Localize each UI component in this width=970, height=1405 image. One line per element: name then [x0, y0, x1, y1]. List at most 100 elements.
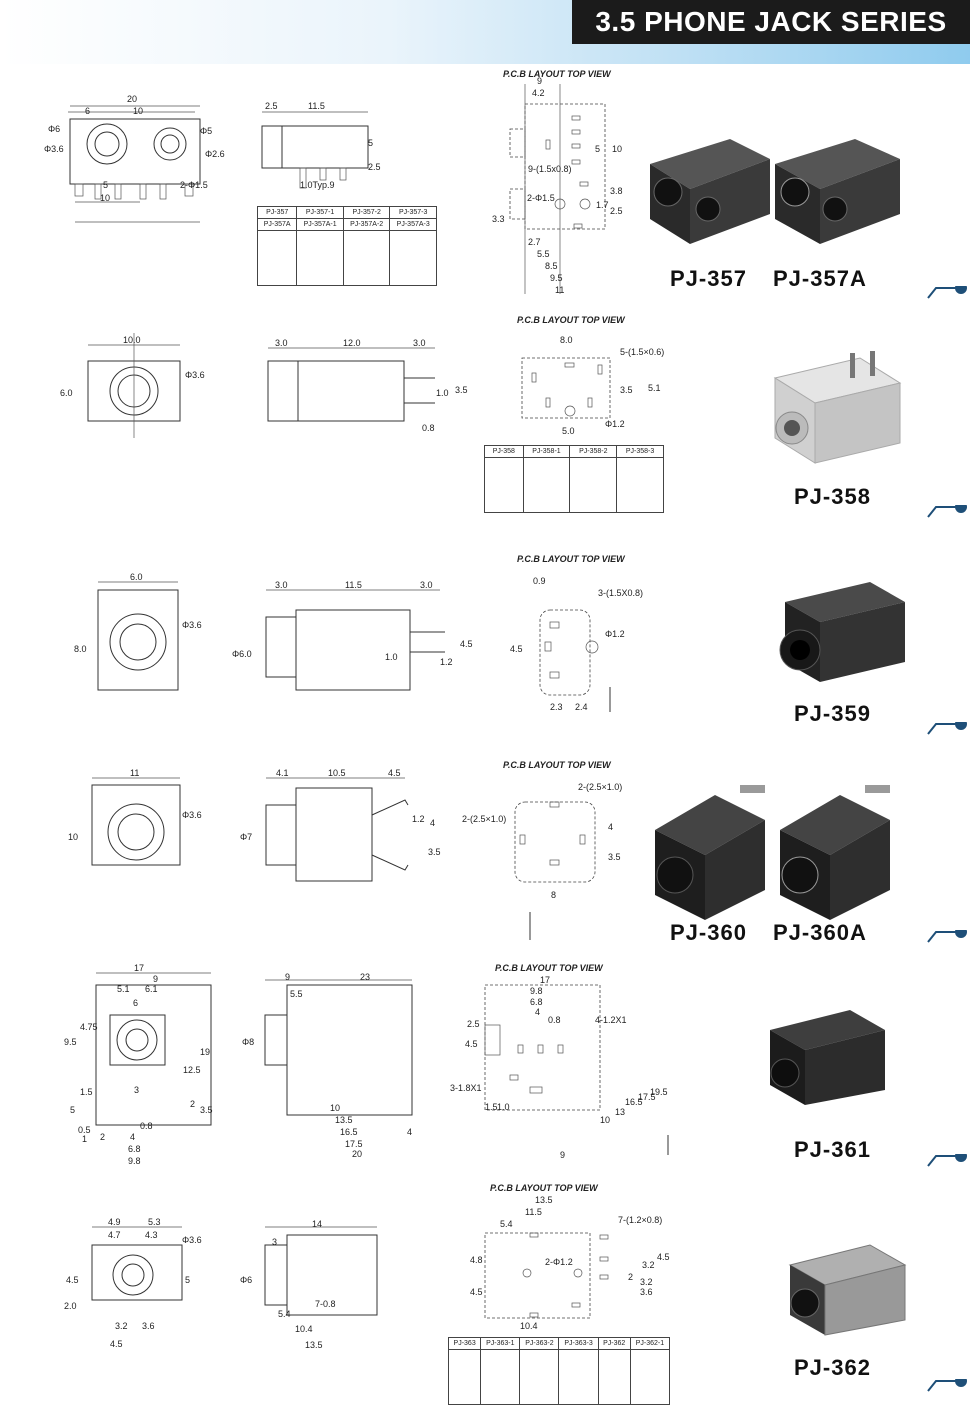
dim-text: 11.5 [525, 1207, 542, 1217]
schematic-cell [629, 1349, 671, 1405]
schematic-cell [447, 1349, 482, 1405]
pj-359-pcb-layout: 0.9 3-(1.5X0.8) 4.5 Φ1.2 2.3 2.4 [510, 576, 643, 712]
schematic-cell [519, 1349, 560, 1405]
pj-360-pcb-layout: 2-(2.5×1.0) 2-(2.5×1.0) 4 3.5 8 [462, 782, 622, 940]
pj-361-front-view: 17 9 5.1 6.1 6 4.75 9.5 19 12.5 1.5 3 5 … [64, 963, 213, 1166]
dim-text: 17 [134, 963, 144, 973]
dim-text: 10 [100, 193, 110, 203]
pj-362-product-photo [788, 1244, 907, 1336]
dim-text: 4.5 [657, 1252, 670, 1262]
pcb-layout-label: P.C.B LAYOUT TOP VIEW [503, 760, 611, 770]
dim-text: 5.4 [500, 1219, 513, 1229]
dim-text: 14 [312, 1219, 322, 1229]
section-pj-361: 17 9 5.1 6.1 6 4.75 9.5 19 12.5 1.5 3 5 … [0, 955, 970, 1173]
dim-text: 0.8 [548, 1015, 561, 1025]
section-separator [0, 1154, 967, 1167]
dim-text: 2 [100, 1132, 105, 1142]
dim-text: 2.7 [528, 237, 541, 247]
dim-text: 13 [615, 1107, 625, 1117]
dim-text: 10 [612, 144, 622, 154]
dim-text: Φ1.2 [605, 419, 625, 429]
dim-text: 4.5 [388, 768, 401, 778]
dim-text: 3.5 [200, 1105, 213, 1115]
dim-text: Φ6 [240, 1275, 252, 1285]
dim-text: 1.2 [440, 657, 453, 667]
dim-text: 5.0 [562, 426, 575, 436]
dim-text: 6.0 [130, 572, 143, 582]
dim-text: 1.0 [436, 388, 449, 398]
dim-text: 5.1 [648, 383, 661, 393]
dim-text: 16.5 [340, 1127, 358, 1137]
schematic-cell [342, 230, 391, 286]
dim-text: 0.8 [140, 1121, 153, 1131]
dim-text: 13.5 [335, 1115, 353, 1125]
dim-text: 3-(1.5X0.8) [598, 588, 643, 598]
schematic-cell [480, 1349, 521, 1405]
dim-text: 3-1.8X1 [450, 1083, 482, 1093]
pj-359-front-view: 6.0 8.0 Φ3.6 [74, 572, 202, 691]
dim-text: 3.0 [413, 338, 426, 348]
dim-text: 5 [185, 1275, 190, 1285]
dim-text: 12.0 [343, 338, 361, 348]
pj-358-pcb-layout: 8.0 5-(1.5×0.6) 3.5 5.1 5.0 Φ1.2 [521, 335, 664, 436]
pj-361-drawings: 17 9 5.1 6.1 6 4.75 9.5 19 12.5 1.5 3 5 … [64, 963, 885, 1166]
model-name: PJ-359 [794, 701, 871, 726]
pj-361-product-photo [770, 1010, 885, 1105]
pcb-layout-label: P.C.B LAYOUT TOP VIEW [517, 554, 625, 564]
pj-362-pcb-layout: 13.5 11.5 5.4 7-(1.2×0.8) 2-Φ1.2 4.8 4.5… [470, 1195, 670, 1331]
dim-text: 9 [560, 1150, 565, 1160]
dim-text: 3.5 [455, 385, 468, 395]
table-cell: PJ-357A-1 [296, 218, 344, 231]
table-cell: PJ-357A-2 [342, 218, 391, 231]
dim-text: 1.5 [485, 1102, 498, 1112]
model-name: PJ-361 [794, 1137, 871, 1162]
dim-text: 4 [535, 1007, 540, 1017]
dim-text: Φ3.6 [44, 144, 64, 154]
dim-text: 2-Φ1.5 [180, 180, 208, 190]
pj-358-front-view: 10.0 6.0 Φ3.6 [60, 333, 205, 438]
table-cell: PJ-357 [256, 206, 298, 219]
pcb-layout-label: P.C.B LAYOUT TOP VIEW [503, 69, 611, 79]
model-name: PJ-362 [794, 1355, 871, 1380]
pj-357-side-view: 2.5 11.5 5 2.5 1.0Typ.9 [261, 101, 381, 190]
dim-text: 10 [68, 832, 78, 842]
dim-text: 9.5 [64, 1037, 77, 1047]
table-cell: PJ-358-1 [522, 445, 571, 458]
schematic-cell [522, 457, 571, 513]
model-name: PJ-358 [794, 484, 871, 509]
dim-text: 4.5 [110, 1339, 123, 1349]
dim-text: 10 [133, 106, 143, 116]
dim-text: 1.7 [596, 200, 609, 210]
dim-text: 19 [200, 1047, 210, 1057]
dim-text: 3.6 [640, 1287, 653, 1297]
dim-text: 8.0 [74, 644, 87, 654]
dim-text: 5.5 [537, 249, 550, 259]
pj-357-product-photo [650, 139, 770, 244]
dim-text: 1.2 [412, 814, 425, 824]
dim-text: Φ2.6 [205, 149, 225, 159]
dim-text: 1.0 [497, 1102, 510, 1112]
dim-text: Φ6.0 [232, 649, 252, 659]
pj-359-product-photo [779, 582, 905, 682]
dim-text: 10.0 [123, 335, 141, 345]
table-cell: PJ-363 [447, 1337, 482, 1350]
model-name: PJ-360A [773, 920, 867, 945]
pj-360-side-view: 4.1 10.5 4.5 Φ7 1.2 4 3.5 [240, 768, 441, 882]
dim-text: 5.5 [290, 989, 303, 999]
dim-text: Φ7 [240, 832, 252, 842]
dim-text: 0.9 [533, 576, 546, 586]
dim-text: 11 [130, 768, 139, 778]
schematic-cell [569, 457, 618, 513]
dim-text: 3.3 [492, 214, 505, 224]
dim-text: 9-(1.5x0.8) [528, 164, 572, 174]
dim-text: 4.7 [108, 1230, 121, 1240]
dim-text: 6.8 [530, 997, 543, 1007]
dim-text: 2.5 [610, 206, 623, 216]
dim-text: 5-(1.5×0.6) [620, 347, 664, 357]
dim-text: 3.2 [115, 1321, 128, 1331]
dim-text: 5 [103, 180, 108, 190]
model-name: PJ-357A [773, 266, 867, 291]
table-cell: PJ-358-3 [616, 445, 664, 458]
dim-text: 3.5 [428, 847, 441, 857]
